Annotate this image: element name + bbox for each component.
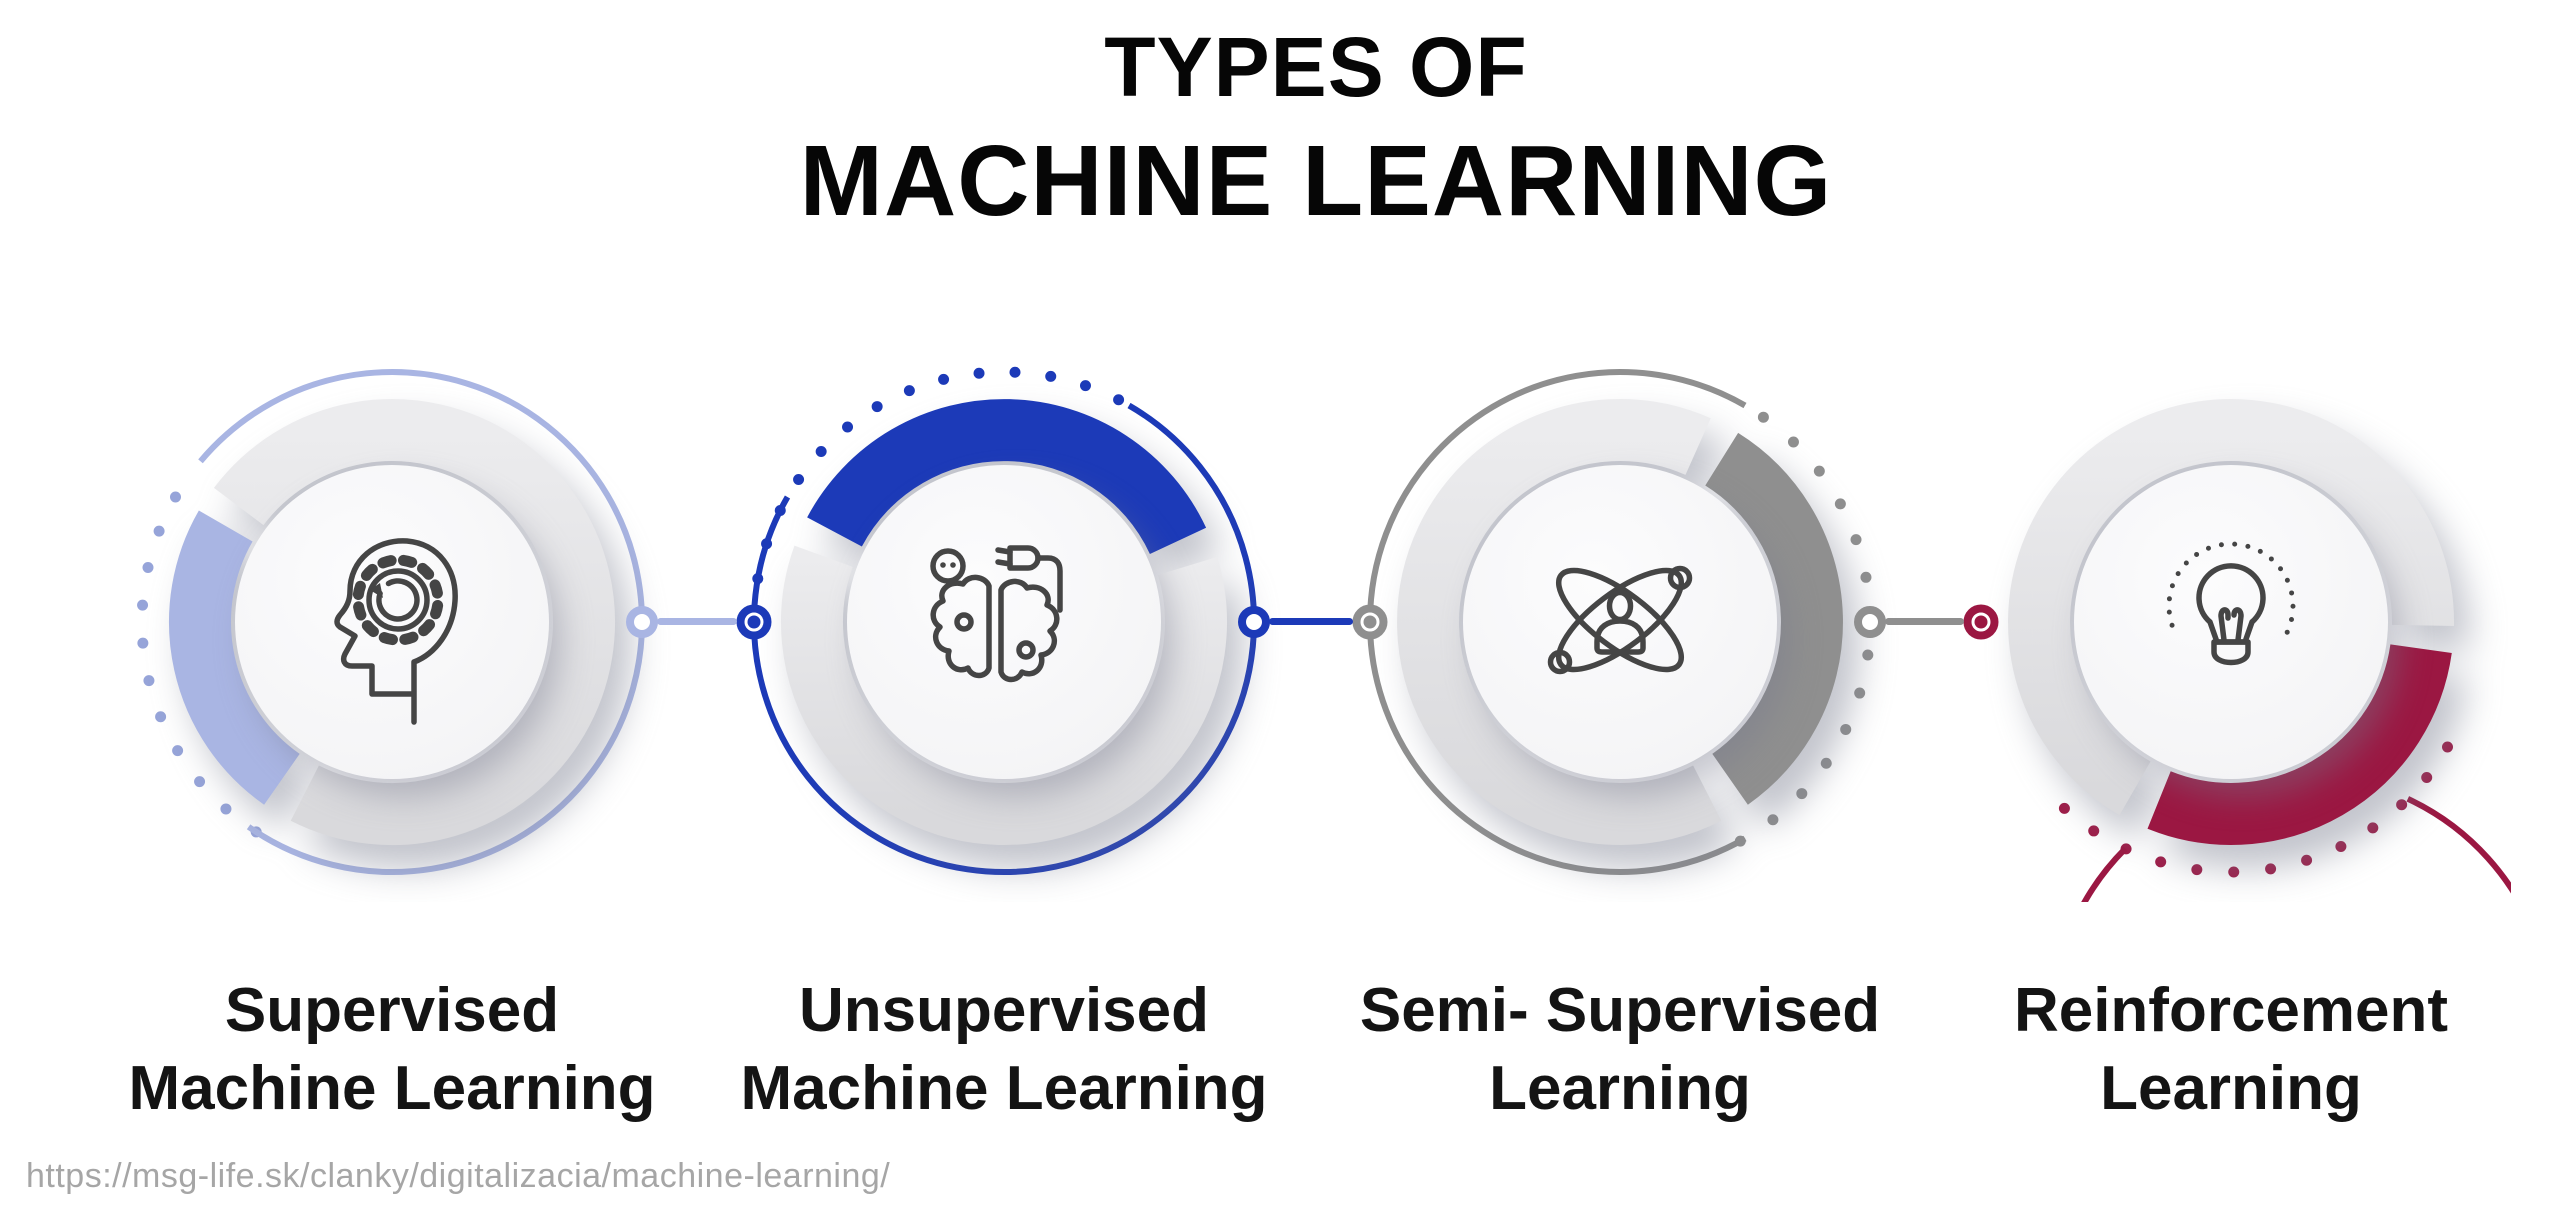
label-line1: Supervised (224, 976, 560, 1045)
node-unsupervised (724, 342, 1284, 902)
label-line2: Machine Learning (128, 1054, 656, 1123)
right-connector-ring-icon (1238, 606, 1270, 638)
accent-progress-arc (1704, 432, 1843, 805)
accent-ring (751, 402, 1258, 876)
node-reinforcement-graphic (1963, 399, 2556, 1231)
title-line2: MACHINE LEARNING (799, 125, 1833, 237)
accent-progress-arc (807, 399, 1207, 555)
inner-disc (235, 465, 549, 779)
title-line1: TYPES OF (1104, 20, 1528, 114)
atom-person-icon (1547, 565, 1693, 675)
gray-ring-arc (781, 545, 1227, 846)
right-connector-ring-icon (626, 606, 658, 638)
node-supervised (112, 342, 672, 902)
connector-line (657, 618, 737, 625)
left-connector-bullseye-icon (1352, 604, 1388, 640)
label-line1: Reinforcement (2013, 976, 2449, 1045)
right-connector-ring-icon (1854, 606, 1886, 638)
badge-ring (168, 399, 616, 846)
label-line1: Unsupervised (798, 976, 1210, 1045)
accent-progress-arc (168, 510, 301, 805)
dotted-arc (2034, 741, 2453, 878)
source-url: https://msg-life.sk/clanky/digitalizacia… (26, 1157, 891, 1195)
node-reinforcement (1951, 342, 2556, 1231)
gray-ring-arc (2008, 399, 2455, 816)
accent-ring (198, 369, 645, 875)
label-reinforcement: Reinforcement Learning (1881, 972, 2560, 1128)
badge-ring (2008, 399, 2455, 845)
gray-ring-arc (1397, 399, 1722, 846)
head-gear-icon (334, 538, 458, 725)
label-line2: Learning (1489, 1054, 1751, 1123)
node-supervised-graphic (136, 369, 658, 875)
accent-progress-arc (2147, 643, 2452, 845)
brain-plug-icon (930, 545, 1063, 683)
label-supervised: Supervised Machine Learning (42, 972, 742, 1128)
dotted-arc (1700, 411, 1876, 863)
node-semi-supervised-graphic (1352, 369, 1886, 875)
node-unsupervised-graphic (736, 366, 1270, 876)
left-connector-bullseye-icon (736, 604, 772, 640)
label-line2: Machine Learning (740, 1054, 1268, 1123)
badge-ring (1397, 399, 1843, 846)
connector-line (1885, 618, 1964, 625)
gray-ring-arc (213, 399, 616, 846)
label-line2: Learning (2100, 1054, 2362, 1123)
label-unsupervised: Unsupervised Machine Learning (654, 972, 1354, 1128)
lightbulb-icon (2166, 541, 2296, 666)
node-semi-supervised (1340, 342, 1900, 902)
label-semi-supervised: Semi- Supervised Learning (1270, 972, 1970, 1128)
left-connector-bullseye-icon (1963, 604, 1999, 640)
label-line1: Semi- Supervised (1359, 976, 1881, 1045)
badge-ring (781, 399, 1227, 846)
inner-disc (847, 465, 1161, 779)
inner-disc (2074, 465, 2388, 779)
infographic-title: TYPES OF MACHINE LEARNING (36, 14, 2560, 242)
connector-line (1269, 618, 1353, 625)
